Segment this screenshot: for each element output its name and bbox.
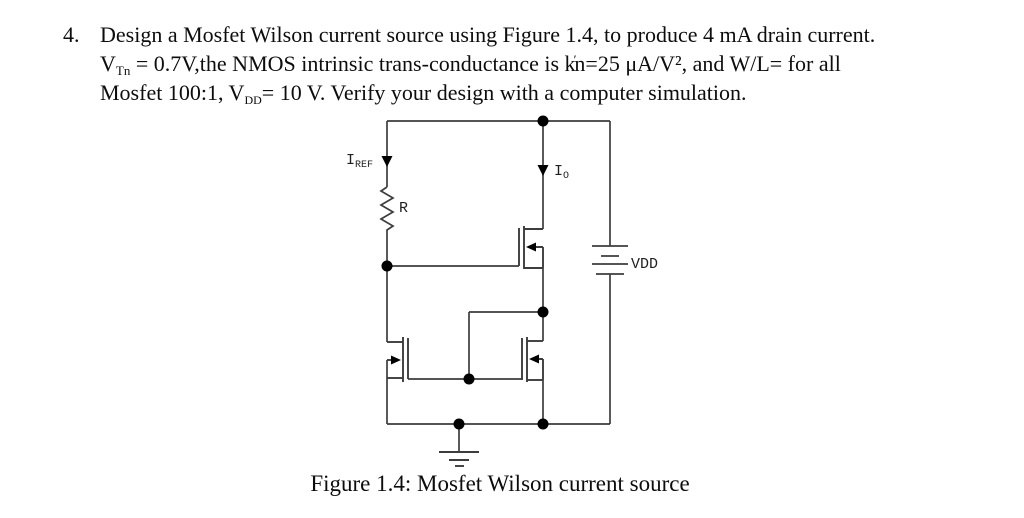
problem-number: 4. bbox=[63, 22, 80, 47]
iref-label: IREF bbox=[346, 152, 373, 171]
m3-body-arrow-icon bbox=[526, 242, 536, 252]
vtn-subscript: Tn bbox=[115, 63, 131, 78]
line-3-pre-text: Mosfet 100:1, V bbox=[100, 80, 245, 105]
ground-icon bbox=[439, 451, 479, 467]
line-3-end-text: = 10 V. Verify your design with a comput… bbox=[261, 80, 747, 105]
m1-body-arrow-icon bbox=[391, 355, 401, 365]
line-2-mid-text: = 0.7V,the NMOS intrinsic trans-conducta… bbox=[130, 51, 576, 76]
resistor-label: R bbox=[399, 200, 408, 217]
problem-line-2: VTn = 0.7V,the NMOS intrinsic trans-cond… bbox=[100, 49, 1015, 78]
mosfet-m2 bbox=[521, 337, 544, 382]
problem-line-3: Mosfet 100:1, VDD= 10 V. Verify your des… bbox=[100, 78, 1015, 107]
problem-line-1: Design a Mosfet Wilson current source us… bbox=[100, 22, 876, 47]
k-prime-mark: ′ bbox=[573, 52, 577, 67]
vdd-subscript: DD bbox=[244, 93, 262, 107]
vtn-symbol: V bbox=[100, 51, 116, 76]
mosfet-m3 bbox=[518, 226, 544, 269]
line-2-end-text: n=25 μA/V², and W/L= for all bbox=[574, 51, 841, 76]
m2-body-arrow-icon bbox=[529, 354, 539, 364]
problem-statement: Design a Mosfet Wilson current source us… bbox=[100, 20, 1015, 107]
vdd-label: VDD bbox=[631, 256, 658, 273]
io-arrow-icon bbox=[537, 165, 549, 176]
io-label: IO bbox=[554, 163, 569, 182]
resistor bbox=[379, 186, 395, 232]
figure-caption: Figure 1.4: Mosfet Wilson current source bbox=[310, 471, 690, 496]
battery-vdd bbox=[592, 245, 628, 275]
junction-dots bbox=[381, 115, 549, 430]
mosfet-m1 bbox=[387, 337, 409, 382]
iref-arrow-icon bbox=[381, 156, 393, 167]
circuit-wires bbox=[386, 120, 611, 452]
